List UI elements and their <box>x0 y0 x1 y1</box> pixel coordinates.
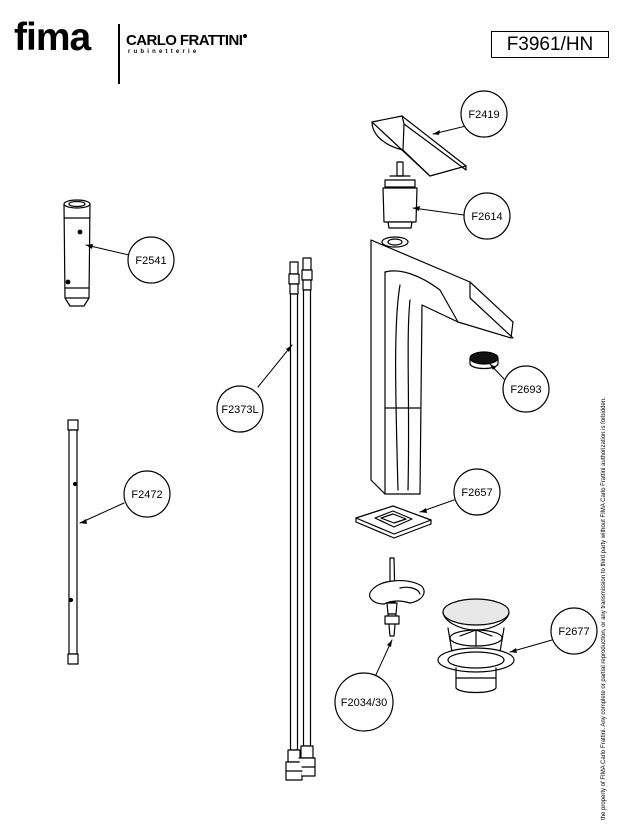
part-label-f2677: F2677 <box>558 626 589 638</box>
flexible-hoses-part <box>285 257 316 781</box>
part-label-f2614: F2614 <box>471 211 502 223</box>
base-plate-part <box>355 505 432 539</box>
extension-rod-part <box>67 419 79 665</box>
part-label-f2419: F2419 <box>468 109 499 121</box>
brand-divider <box>118 24 120 84</box>
popup-waste-part <box>437 598 515 694</box>
brand-dot-icon <box>243 34 248 38</box>
callout-labels: F2419 F2614 F2541 F2373L F2693 F2472 F26… <box>131 109 589 709</box>
callout-circle <box>453 468 501 516</box>
callouts <box>123 90 598 732</box>
tool-tube-part <box>63 199 91 307</box>
callout-circle <box>127 236 175 284</box>
callout-circle <box>502 365 550 413</box>
faucet-body-part <box>370 236 514 495</box>
part-label-f2373l: F2373L <box>221 404 258 416</box>
callout-circle <box>460 90 508 138</box>
part-label-f2034-30: F2034/30 <box>341 697 387 709</box>
leader-arrows <box>80 130 517 653</box>
cartridge-part <box>382 161 418 229</box>
popup-rod-part <box>369 557 425 637</box>
part-label-f2693: F2693 <box>510 384 541 396</box>
callout-circle <box>550 607 598 655</box>
handle-lever-part <box>371 115 467 177</box>
leader-lines <box>79 125 553 680</box>
aerator-part <box>469 351 499 370</box>
brand-name: fima <box>14 16 91 59</box>
model-number: F3961/HN <box>491 31 609 58</box>
brand-tagline: rubinetterie <box>128 49 200 55</box>
part-label-f2657: F2657 <box>461 487 492 499</box>
brand-subtitle: CARLO FRATTINI <box>126 33 248 48</box>
callout-circle <box>216 385 264 433</box>
part-label-f2472: F2472 <box>131 489 162 501</box>
callout-circle <box>334 672 394 732</box>
callout-circle <box>123 470 171 518</box>
callout-circle <box>463 192 511 240</box>
part-label-f2541: F2541 <box>135 255 166 267</box>
